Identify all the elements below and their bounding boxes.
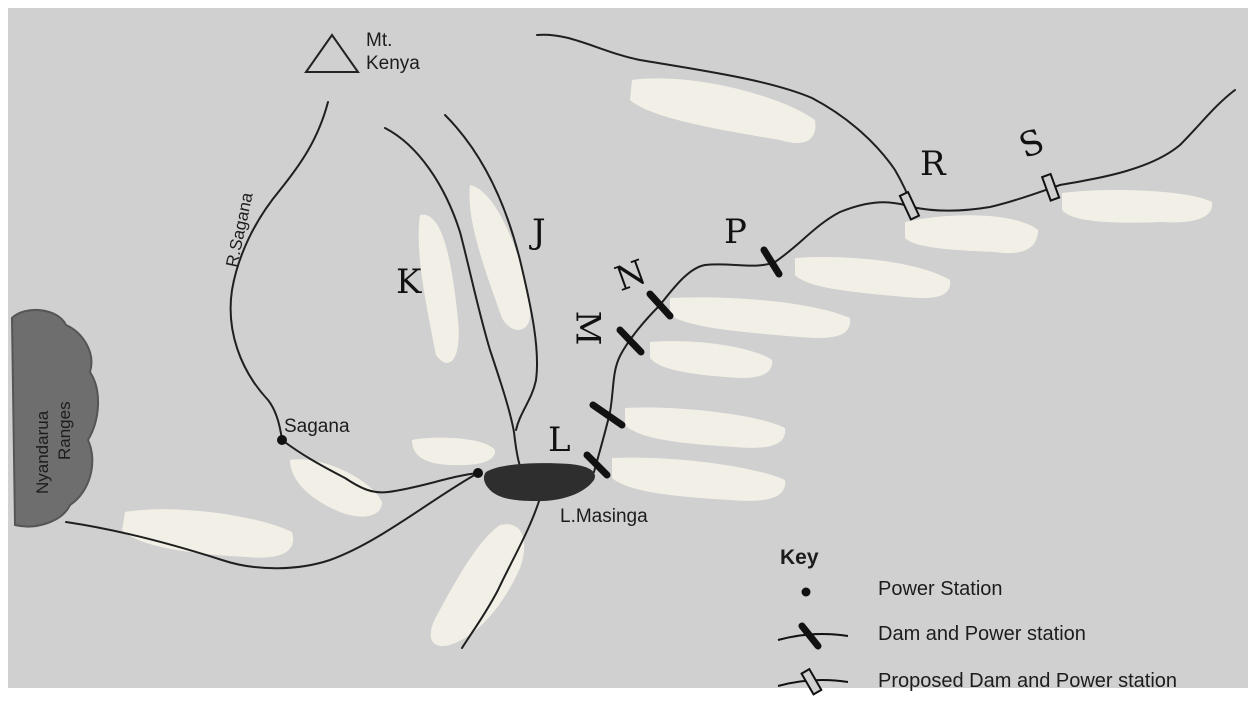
patch-5 (905, 215, 1038, 254)
patch-13 (122, 509, 294, 558)
patch-6 (795, 256, 951, 299)
river-network (65, 33, 1236, 649)
key-power-station-symbol (801, 587, 811, 597)
patch-1 (630, 78, 816, 144)
river-west-branch (65, 472, 479, 570)
letter-m: M (567, 310, 608, 346)
mt-kenya-label-line1: Mt. (366, 30, 393, 51)
letter-r: R (920, 144, 946, 184)
river-sagana-lower (281, 439, 479, 494)
river-tana (593, 89, 1236, 473)
power-station-sagana (277, 435, 287, 445)
dam-l (583, 451, 611, 479)
patch-3 (469, 185, 531, 330)
ranges-label-line2: Ranges (55, 401, 74, 460)
key-title: Key (780, 546, 819, 569)
river-sagana-label: R.Sagana (222, 190, 256, 268)
patch-11 (412, 437, 496, 466)
key-item-proposed-dam: Proposed Dam and Power station (878, 670, 1178, 692)
dam-n (646, 290, 674, 320)
dam-m-lower (589, 401, 626, 429)
letter-k: K (396, 262, 422, 302)
patch-9 (625, 407, 786, 448)
river-k (384, 127, 521, 467)
dam-m (616, 326, 645, 356)
patch-12 (290, 459, 382, 517)
sagana-town-label: Sagana (284, 416, 350, 437)
patch-8 (650, 341, 773, 378)
nyandarua-ranges-shape (10, 308, 100, 528)
patch-2 (418, 214, 459, 363)
key-dam-symbol (798, 622, 822, 650)
river-j (444, 114, 539, 431)
existing-dams (583, 246, 783, 479)
key-symbols (777, 587, 849, 696)
power-station-masinga (473, 468, 483, 478)
mt-kenya-label-line2: Kenya (366, 53, 420, 74)
river-south (461, 497, 541, 649)
patch-14 (430, 524, 525, 647)
proposed-dam-s (1040, 172, 1061, 202)
key-item-dam: Dam and Power station (878, 623, 1086, 645)
river-north-tributary (536, 33, 913, 207)
ranges-label-line1: Nyandarua (33, 410, 52, 494)
lake-masinga-label: L.Masinga (560, 506, 648, 527)
patch-7 (670, 297, 851, 338)
mt-kenya-icon (304, 33, 360, 73)
patch-10 (612, 457, 786, 501)
river-sagana (229, 101, 329, 441)
proposed-dam-r (898, 190, 921, 221)
letter-p: P (724, 212, 747, 252)
letter-l: L (548, 420, 571, 460)
paper-background (8, 8, 1248, 688)
correction-patches (122, 78, 1213, 647)
dam-p (760, 246, 783, 278)
key-item-power-station: Power Station (878, 578, 1003, 600)
letter-j: J (532, 212, 546, 252)
patch-4 (1062, 190, 1213, 223)
lake-masinga (483, 463, 595, 502)
proposed-dams (898, 172, 1061, 221)
key-proposed-symbol (800, 667, 823, 696)
